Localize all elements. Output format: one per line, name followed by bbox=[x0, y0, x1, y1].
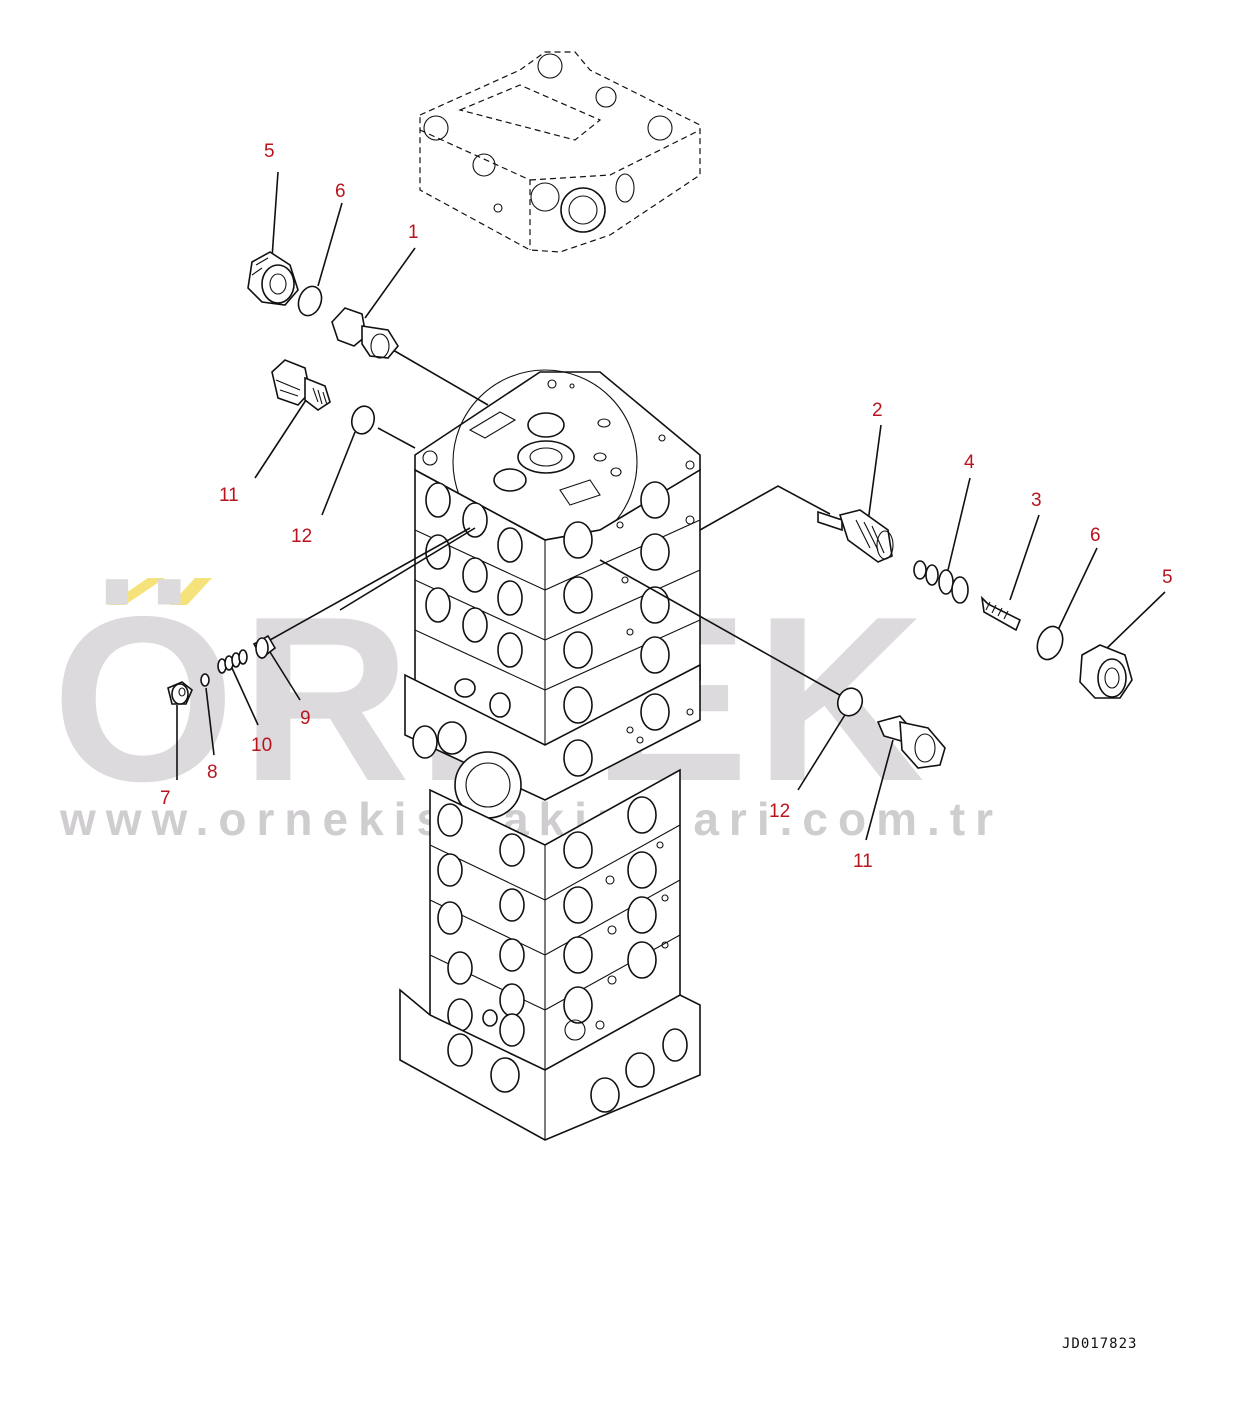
watermark-accent-left bbox=[108, 578, 165, 605]
plug-part-5-right bbox=[1079, 644, 1133, 699]
callout-9: 9 bbox=[300, 708, 311, 729]
relief-valve-part-11-right bbox=[876, 715, 946, 769]
callout-11-left: 11 bbox=[219, 485, 239, 506]
main-valve-body bbox=[399, 369, 701, 1141]
plug-part-5-left bbox=[247, 251, 299, 306]
callout-12-left: 12 bbox=[291, 526, 312, 547]
callout-1: 1 bbox=[408, 222, 419, 243]
callout-12-right: 12 bbox=[769, 801, 790, 822]
watermark-url: www.ornekismakinalari.com.tr bbox=[59, 793, 1003, 845]
top-cover-block bbox=[419, 51, 701, 253]
callout-3: 3 bbox=[1031, 490, 1042, 511]
watermark-accent-right bbox=[170, 578, 212, 605]
callout-5-left: 5 bbox=[264, 141, 275, 162]
callouts: 5 6 1 11 12 2 4 3 6 5 9 10 8 7 12 11 bbox=[160, 141, 1173, 872]
o-ring-part-12-right bbox=[836, 687, 864, 717]
plug-part-7 bbox=[167, 681, 193, 705]
sleeve-part-9 bbox=[252, 634, 277, 660]
leader-lines bbox=[176, 171, 1166, 841]
o-ring-part-12-left bbox=[350, 405, 376, 435]
poppet-part-1 bbox=[331, 307, 399, 359]
o-ring-part-8 bbox=[200, 673, 210, 687]
callout-8: 8 bbox=[207, 762, 218, 783]
callout-4: 4 bbox=[964, 452, 975, 473]
spool-part-2 bbox=[817, 509, 894, 563]
spring-part-10 bbox=[217, 649, 248, 674]
drawing-number: JD017823 bbox=[1062, 1336, 1137, 1352]
o-ring-part-6-left bbox=[297, 285, 323, 317]
spring-part-4 bbox=[913, 560, 969, 604]
pin-part-3 bbox=[980, 595, 1022, 632]
callout-6-left: 6 bbox=[335, 181, 346, 202]
callout-2: 2 bbox=[872, 400, 883, 421]
callout-7: 7 bbox=[160, 788, 171, 809]
callout-6-right: 6 bbox=[1090, 525, 1101, 546]
callout-10: 10 bbox=[251, 735, 272, 756]
callout-11-right: 11 bbox=[853, 851, 873, 872]
o-ring-part-6-right bbox=[1036, 625, 1064, 661]
relief-valve-part-11-left bbox=[271, 359, 331, 411]
callout-5-right: 5 bbox=[1162, 567, 1173, 588]
